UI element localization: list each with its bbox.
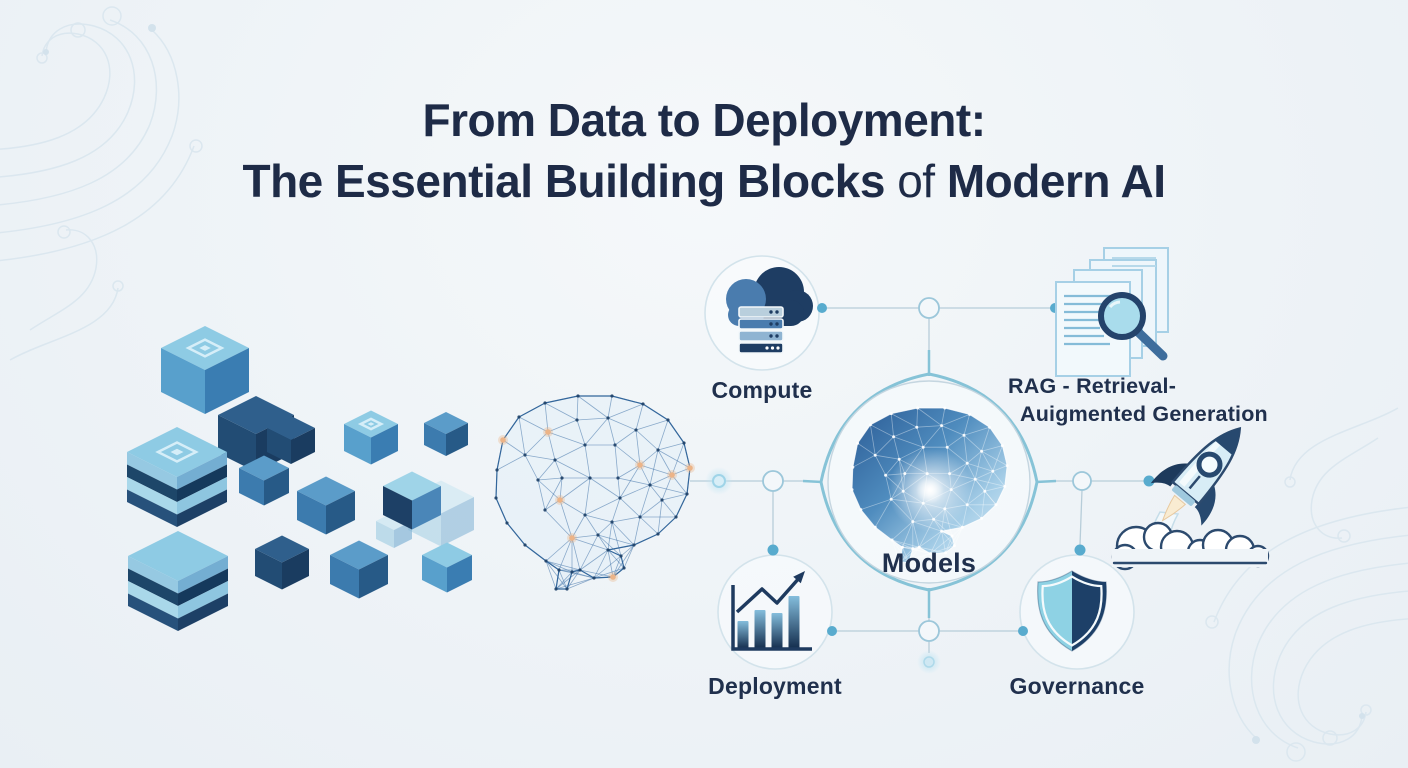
junction-nodes: [762, 297, 1092, 642]
connector-dots: [767, 303, 1155, 636]
title-line2: The Essential Building Blocks of Modern …: [0, 150, 1408, 213]
title-line2-bold2: Modern AI: [946, 155, 1166, 207]
glow-nodes: [705, 467, 941, 674]
shield-icon: [1037, 570, 1107, 652]
cloud-server-icon: [726, 267, 813, 354]
rocket-icon: [1150, 426, 1242, 526]
circuit-decor-icon: [0, 6, 203, 361]
rocket-flame-icon: [1161, 494, 1187, 522]
deployment-node-circle: [717, 554, 833, 670]
title-block: From Data to Deployment: The Essential B…: [0, 90, 1408, 213]
title-line2-of: of: [897, 155, 935, 207]
isometric-data-cubes: [127, 326, 474, 631]
rag-label-line2: Auigmented Generation: [1020, 402, 1268, 426]
rocket-launch-illustration: [1111, 426, 1270, 571]
deployment-label: Deployment: [708, 673, 842, 699]
trend-arrow-icon: [735, 575, 802, 614]
magnifier-icon: [1098, 292, 1168, 361]
documents-magnifier-icon: [1055, 247, 1169, 377]
governance-label: Governance: [1009, 673, 1145, 699]
rag-label: RAG - Retrieval- Auigmented Generation: [1008, 372, 1288, 428]
models-label: Models: [881, 548, 977, 578]
models-ring: [802, 350, 1057, 618]
brain-glow-core: [916, 476, 944, 504]
circuit-decor-icon: [1205, 407, 1408, 762]
compute-label: Compute: [711, 377, 813, 403]
title-line1: From Data to Deployment:: [422, 94, 986, 146]
wireframe-brain: [494, 394, 695, 591]
server-rack-icon: [738, 306, 784, 354]
title-line2-bold1: The Essential Building Blocks: [242, 155, 885, 207]
rocket-window-icon: [1196, 451, 1223, 478]
rag-label-line1: RAG - Retrieval-: [1008, 374, 1177, 398]
growth-chart-icon: [731, 571, 812, 651]
